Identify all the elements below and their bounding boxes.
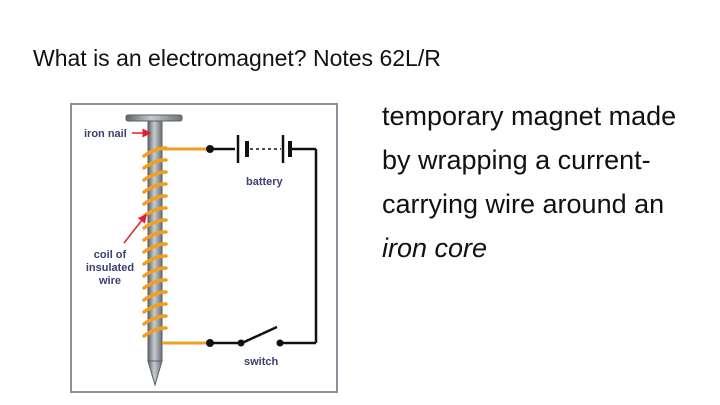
definition-text: temporary magnet made by wrapping a curr… [382,94,712,270]
coil-turn [142,170,168,182]
coil-turn [142,146,168,158]
coil-turn [142,314,168,326]
coil-turn [142,158,168,170]
label-coil-line3: wire [98,275,121,287]
coil-arrow [123,213,147,244]
circuit-wires [210,147,318,345]
label-switch: switch [244,356,279,368]
coil-turn [142,230,168,242]
coil-turn [142,194,168,206]
coil-turn [142,182,168,194]
battery-symbol [236,135,292,163]
label-coil-line2: insulated [86,262,134,274]
coil-turn [142,290,168,302]
label-iron-nail: iron nail [84,128,127,140]
slide-title: What is an electromagnet? Notes 62L/R [33,45,441,71]
coil-turn [142,326,168,338]
definition-main: temporary magnet made by wrapping a curr… [382,101,677,219]
coil-turn [142,218,168,230]
label-coil-line1: coil of [94,249,127,261]
iron-nail [125,114,183,387]
diagram-frame [70,103,338,393]
coil-turn [142,254,168,266]
electromagnet-diagram: iron nail battery coil of insulated wire… [70,103,338,393]
electromagnet-svg: iron nail battery coil of insulated wire… [70,103,338,393]
coil-turn [142,302,168,314]
coil-turn [142,242,168,254]
coil-turn [142,278,168,290]
coil-turn [142,266,168,278]
label-battery: battery [246,176,284,188]
switch-symbol [237,325,284,347]
definition-emphasis: iron core [382,233,488,263]
